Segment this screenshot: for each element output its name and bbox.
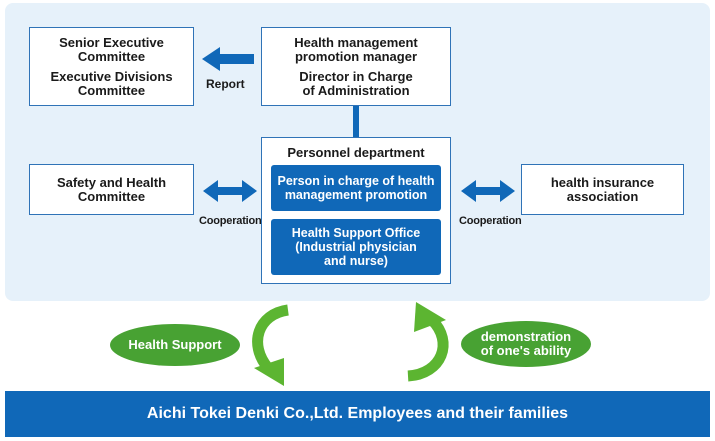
manager-line2: promotion manager [294, 48, 418, 64]
director-line2: of Administration [302, 82, 410, 98]
person-in-charge-line2: management promotion [284, 188, 428, 202]
health-support-office-line3: and nurse) [324, 254, 388, 268]
director-line1: Director in Charge [299, 68, 413, 84]
senior-executive-committee-box: Senior Executive Committee Executive Div… [29, 27, 194, 106]
report-label: Report [206, 77, 245, 91]
senior-executive-line1: Senior Executive [59, 34, 164, 50]
health-insurance-association-box: health insurance association [521, 164, 684, 215]
health-support-office-box: Health Support Office (Industrial physic… [271, 219, 441, 275]
employees-families-text: Aichi Tokei Denki Co.,Ltd. Employees and… [146, 405, 569, 422]
person-in-charge-line1: Person in charge of health [277, 174, 435, 188]
health-support-ellipse: Health Support [110, 324, 240, 366]
safety-health-line1: Safety and Health [56, 174, 167, 190]
executive-divisions-line2: Committee [77, 82, 146, 98]
health-support-office-line2: (Industrial physician [295, 240, 417, 254]
executive-divisions-line1: Executive Divisions [50, 68, 173, 84]
personnel-department-title: Personnel department [287, 145, 425, 160]
senior-executive-line2: Committee [77, 48, 146, 64]
health-support-label: Health Support [128, 337, 222, 352]
employees-families-bar: Aichi Tokei Denki Co.,Ltd. Employees and… [5, 391, 710, 437]
cycle-arrow-down-icon [252, 304, 290, 386]
health-support-office-line1: Health Support Office [291, 226, 421, 240]
safety-health-line2: Committee [77, 188, 146, 204]
report-arrow-icon [202, 47, 254, 71]
manager-line1: Health management [294, 34, 418, 50]
health-management-manager-box: Health management promotion manager Dire… [261, 27, 451, 106]
safety-health-committee-box: Safety and Health Committee [29, 164, 194, 215]
cooperation-arrow-left-icon [203, 180, 257, 202]
demonstration-line2: of one's ability [480, 343, 572, 358]
cooperation-arrow-right-icon [461, 180, 515, 202]
insurance-line2: association [566, 188, 639, 204]
demonstration-ellipse: demonstration of one's ability [461, 321, 591, 367]
insurance-line1: health insurance [550, 174, 655, 190]
cooperation-left-label: Cooperation [199, 215, 262, 227]
person-in-charge-box: Person in charge of health management pr… [271, 165, 441, 211]
cycle-arrow-up-icon [407, 302, 449, 382]
cooperation-right-label: Cooperation [459, 215, 522, 227]
demonstration-line1: demonstration [480, 329, 572, 344]
